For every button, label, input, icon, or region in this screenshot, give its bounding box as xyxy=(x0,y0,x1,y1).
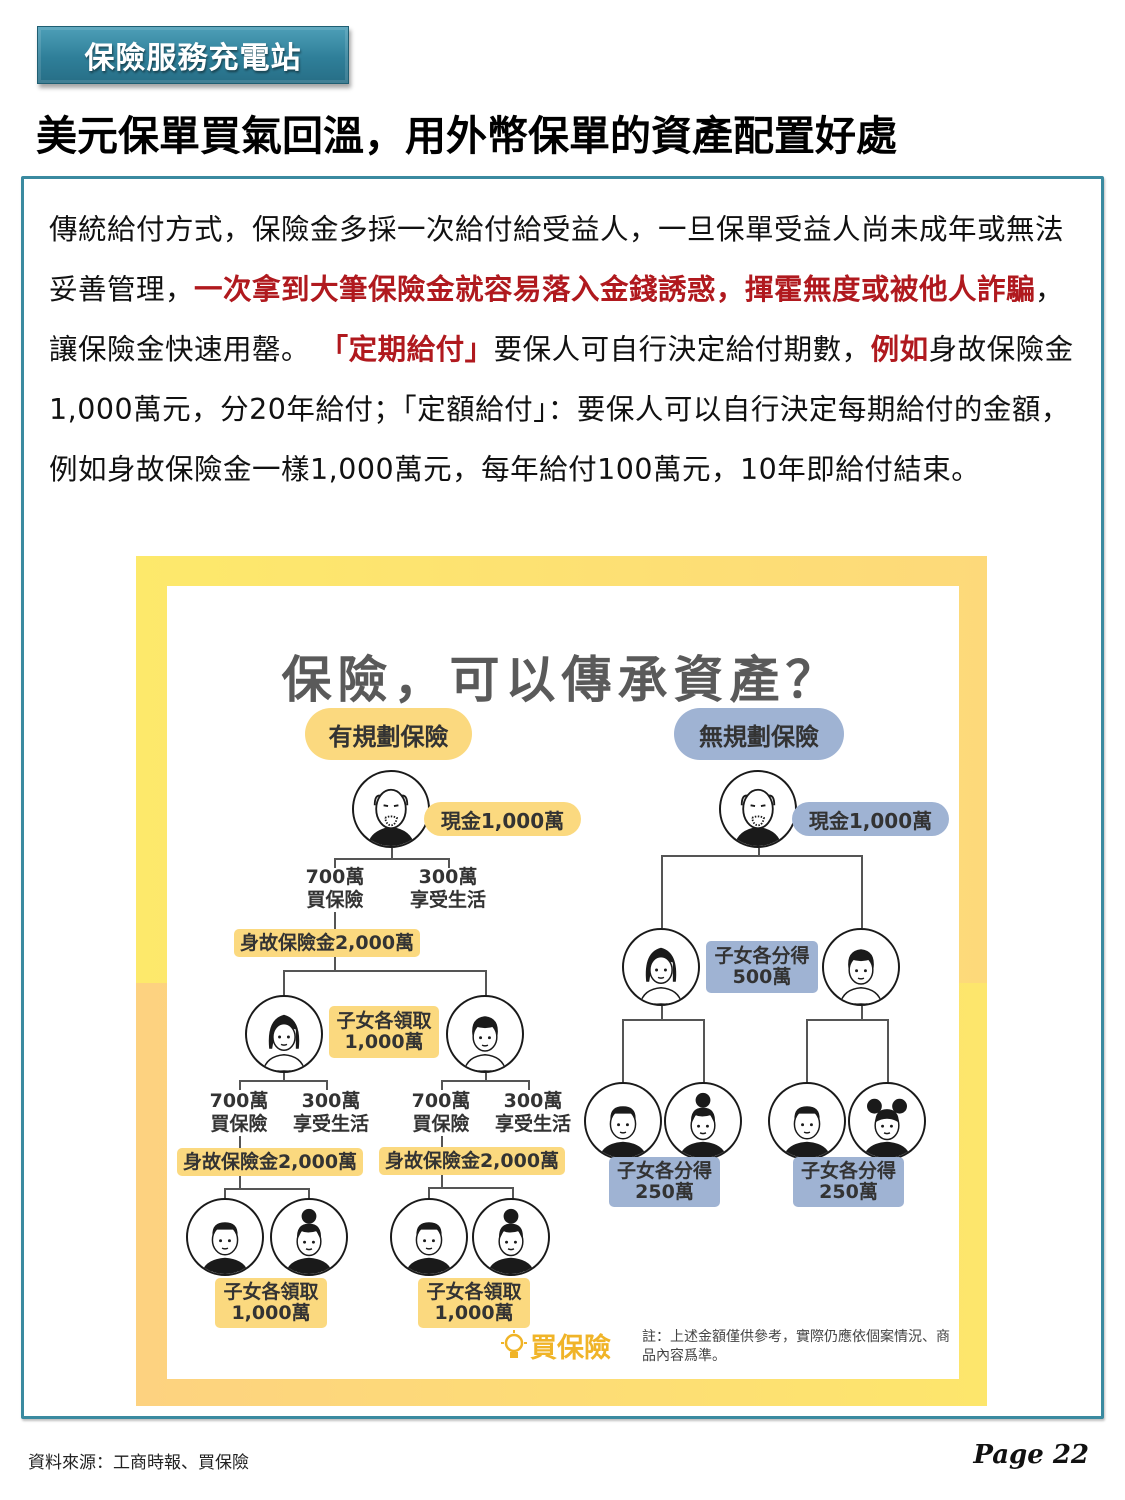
gen2-right-split-insurance: 700萬買保險 xyxy=(411,1090,471,1135)
body-text-segment: ，讓保險金快速用罄。 xyxy=(49,273,1065,366)
planned-cash-badge: 現金1,000萬 xyxy=(424,802,581,836)
child-boy-avatar-icon xyxy=(822,928,900,1006)
planned-label: 有規劃保險 xyxy=(305,708,472,760)
grandchild-boy-avatar-icon xyxy=(584,1082,662,1160)
grandchild-girl-avatar-icon xyxy=(270,1198,348,1276)
body-highlight-segment: 例如 xyxy=(870,333,929,366)
planned-split-life: 300萬享受生活 xyxy=(409,866,486,911)
grandchild-girl-avatar-icon xyxy=(848,1082,926,1160)
unplanned-cash-badge: 現金1,000萬 xyxy=(792,802,949,836)
grandchild-boy-avatar-icon xyxy=(390,1198,468,1276)
gen2-left-split-life: 300萬享受生活 xyxy=(292,1090,369,1135)
grandchild-boy-avatar-icon xyxy=(768,1082,846,1160)
body-text-segment: 要保人可自行決定給付期數， xyxy=(493,333,871,366)
body-text-segment: 身故保險金1,000萬元，分20年給付；「定額給付」：要保人可以自行決定每期給付… xyxy=(49,333,1074,486)
brand-logo: 買保險 xyxy=(500,1326,611,1365)
body-text-segment: 傳統給付方式，保險金多採一次給付給受益人，一旦保單受益人尚未成年或無法妥善管理， xyxy=(49,213,1065,306)
planned-death-benefit: 身故保險金2,000萬 xyxy=(234,929,420,957)
body-highlight-segment: 一次拿到大筆保險金就容易落入金錢誘惑，揮霍無度或被他人詐騙 xyxy=(194,273,1036,306)
gen2-right-split-life: 300萬享受生活 xyxy=(494,1090,571,1135)
lightbulb-icon xyxy=(501,1329,527,1358)
child-girl-avatar-icon xyxy=(245,995,323,1073)
brand-name: 買保險 xyxy=(530,1333,611,1364)
infographic-title: 保險，可以傳承資產？ xyxy=(281,651,842,709)
infographic-note: 註：上述金額僅供參考，實際仍應依個案情況、商品內容爲準。 xyxy=(642,1329,950,1364)
grandparent-avatar-icon xyxy=(719,770,797,848)
grandchild-girl-avatar-icon xyxy=(664,1082,742,1160)
gen2-left-split-insurance: 700萬買保險 xyxy=(209,1090,269,1135)
section-tag: 保險服務充電站 xyxy=(37,26,349,84)
unplanned-label: 無規劃保險 xyxy=(674,708,844,760)
child-boy-avatar-icon xyxy=(446,995,524,1073)
grandparent-avatar-icon xyxy=(352,770,430,848)
gen2-right-death-benefit: 身故保險金2,000萬 xyxy=(379,1147,565,1175)
child-girl-avatar-icon xyxy=(622,928,700,1006)
page-title: 美元保單買氣回溫，用外幣保單的資產配置好處 xyxy=(36,112,897,160)
page-number: Page 22 xyxy=(973,1440,1089,1470)
body-highlight-segment: 「定期給付」 xyxy=(319,333,494,366)
grandchild-boy-avatar-icon xyxy=(186,1198,264,1276)
grandchild-girl-avatar-icon xyxy=(472,1198,550,1276)
source-citation: 資料來源：工商時報、買保險 xyxy=(28,1453,249,1473)
planned-split-insurance: 700萬買保險 xyxy=(305,866,365,911)
gen2-left-death-benefit: 身故保險金2,000萬 xyxy=(177,1148,363,1176)
body-paragraph: 傳統給付方式，保險金多採一次給付給受益人，一旦保單受益人尚未成年或無法妥善管理，… xyxy=(49,200,1079,500)
